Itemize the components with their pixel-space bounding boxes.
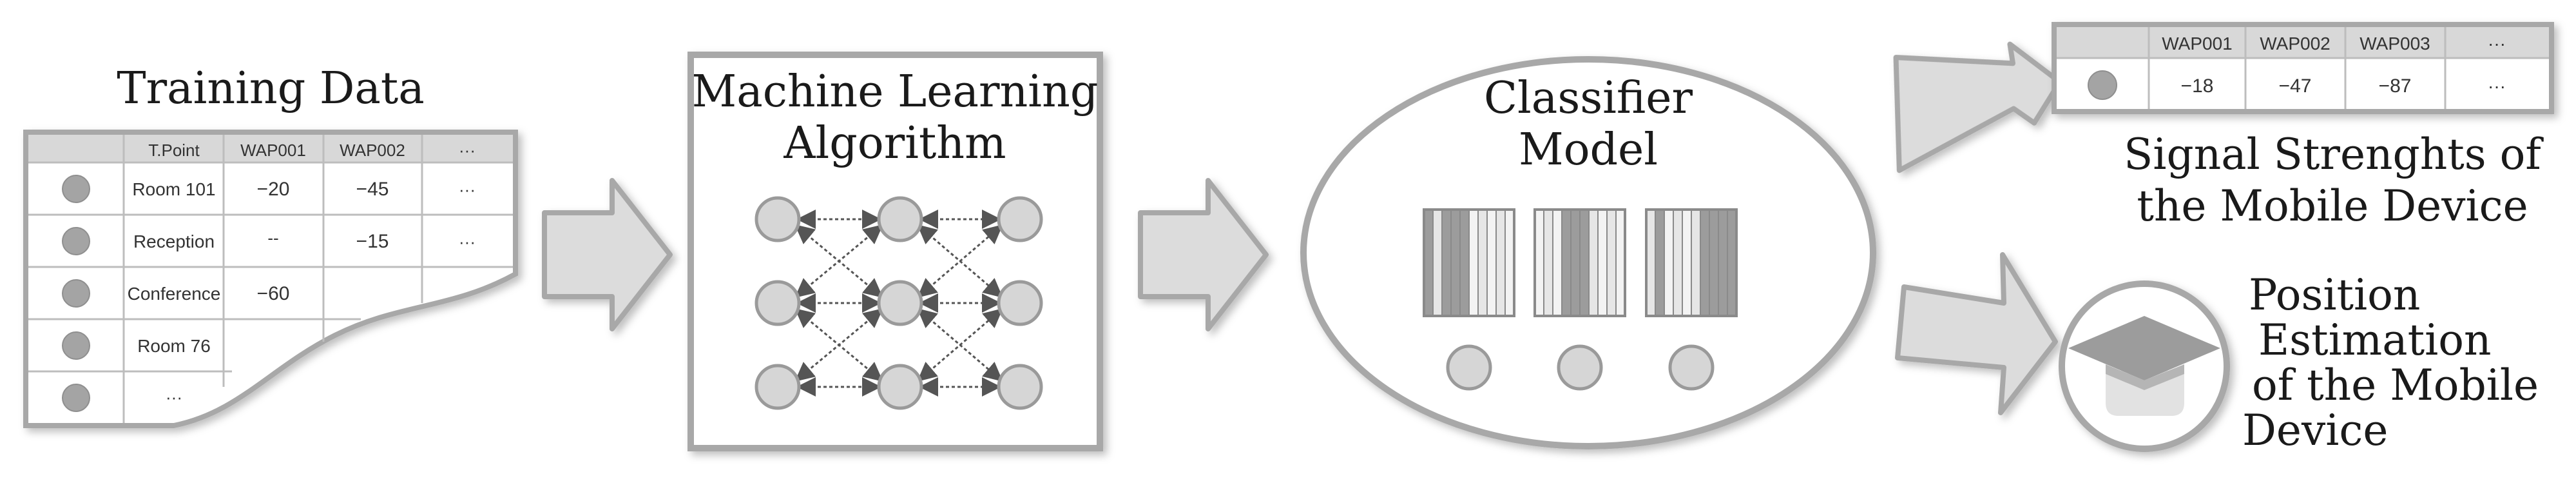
row-marker [62, 227, 90, 255]
ml-title-line2: Algorithm [783, 118, 1006, 169]
signal-header-more: ··· [2488, 34, 2506, 54]
cell-tpoint: Room 101 [132, 179, 215, 199]
nn-node [877, 280, 923, 326]
class-node [1557, 344, 1603, 391]
cell-more: ··· [459, 180, 476, 199]
cell-tpoint: Reception [133, 231, 215, 251]
cell-wap001: −60 [257, 283, 290, 304]
nn-node [755, 364, 801, 410]
output-arrow [1895, 252, 2058, 415]
position-line1: Position [2249, 270, 2420, 320]
class-node [1446, 344, 1492, 391]
cell-wap002: −15 [356, 231, 389, 252]
signal-row-marker [2088, 70, 2117, 100]
training-data-sheet [23, 130, 518, 428]
position-line4: Device [2242, 406, 2388, 455]
flow-arrow-1 [542, 178, 673, 331]
row-marker [62, 175, 90, 203]
training-header-more: ··· [459, 141, 476, 160]
feature-block [1645, 208, 1738, 317]
cell-more: ··· [459, 232, 476, 251]
training-row-markers [62, 175, 90, 412]
neural-network-icon [755, 196, 1043, 410]
nn-node [877, 196, 923, 242]
training-header-tpoint: T.Point [148, 141, 200, 160]
feature-block [1423, 208, 1515, 317]
cell-tpoint: ··· [166, 388, 182, 407]
row-marker [62, 279, 90, 308]
class-node [1668, 344, 1715, 391]
signal-strengths-section: WAP001 WAP002 WAP003 ··· −18 −47 −87 ···… [2052, 22, 2554, 231]
signal-caption-line2: the Mobile Device [2137, 181, 2528, 231]
cell-wap001: −20 [257, 179, 290, 200]
signal-value-more: ··· [2488, 76, 2506, 96]
nn-node [877, 364, 923, 410]
nn-node [997, 364, 1043, 410]
training-grid [28, 135, 513, 423]
training-data-section: Training Data T.Point WAP001 WAP002 ··· [23, 63, 518, 428]
signal-value-wap003: −87 [2379, 75, 2412, 97]
signal-caption-line1: Signal Strenghts of [2124, 130, 2544, 179]
cell-wap002: −45 [356, 179, 389, 200]
signal-header-wap001: WAP001 [2162, 34, 2232, 54]
cell-wap001: -- [267, 228, 278, 248]
nn-node [755, 196, 801, 242]
feature-block [1533, 208, 1626, 317]
signal-header-wap003: WAP003 [2360, 34, 2430, 54]
classifier-title-line2: Model [1519, 124, 1658, 175]
training-data-title: Training Data [117, 63, 425, 114]
position-estimation-section: Position Estimation of the Mobile Device [2059, 270, 2539, 455]
graduation-cap-icon [2068, 316, 2220, 416]
position-line3: of the Mobile [2252, 360, 2539, 410]
class-nodes [1446, 344, 1715, 391]
signal-header-wap002: WAP002 [2260, 34, 2330, 54]
ml-algorithm-section: Machine Learning Algorithm [687, 52, 1103, 451]
training-header-wap002: WAP002 [340, 141, 405, 160]
classifier-model-section: Classifier Model [1300, 56, 1876, 449]
input-arrow [1893, 41, 2062, 173]
training-header-wap001: WAP001 [240, 141, 306, 160]
ml-title-line1: Machine Learning [692, 66, 1099, 117]
signal-value-wap002: −47 [2279, 75, 2312, 97]
classifier-title-line1: Classifier [1484, 73, 1693, 124]
classifier-blocks [1423, 208, 1738, 317]
position-line2: Estimation [2258, 315, 2492, 365]
signal-value-wap001: −18 [2181, 75, 2214, 97]
row-marker [62, 331, 90, 360]
nn-node [997, 280, 1043, 326]
cell-tpoint: Room 76 [137, 336, 211, 356]
nn-node [755, 280, 801, 326]
row-marker [62, 384, 90, 412]
flow-arrow-2 [1138, 178, 1269, 331]
cell-tpoint: Conference [128, 284, 221, 304]
nn-node [997, 196, 1043, 242]
